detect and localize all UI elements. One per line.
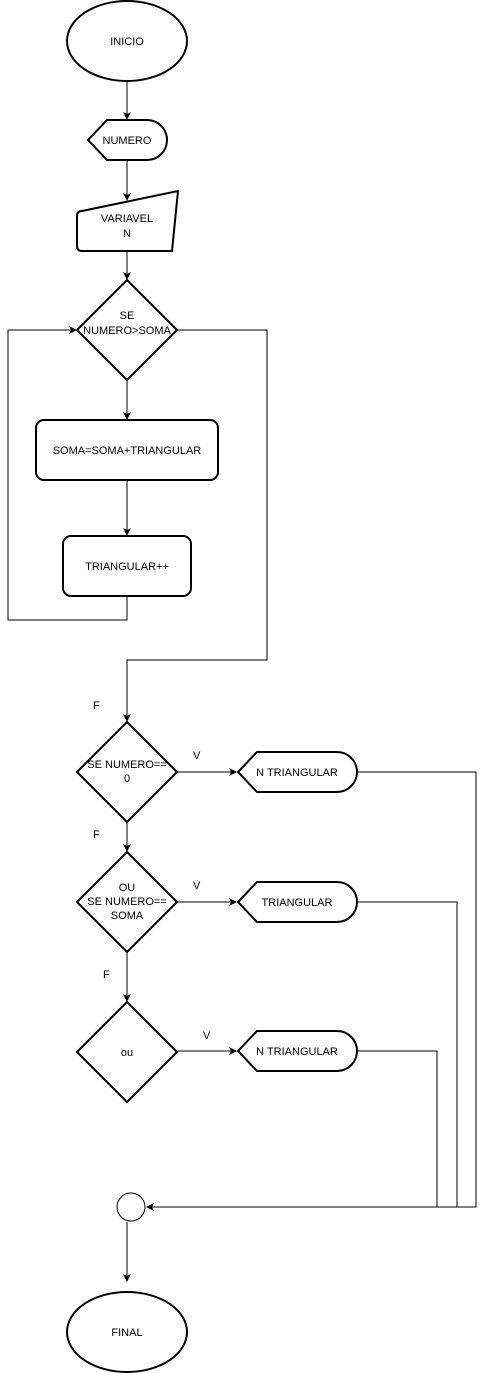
true-label-equal: V [193, 880, 201, 892]
output-3-label: N TRIANGULAR [256, 1046, 338, 1058]
edge-labels: V V V F F F [93, 700, 211, 1042]
input-display-label: NUMERO [103, 135, 152, 147]
decision-zero-line2: 0 [124, 773, 130, 785]
false-label-exit: F [93, 700, 100, 712]
edges [7, 82, 477, 1282]
end-label: FINAL [111, 1327, 142, 1339]
start-node: INICIO [66, 0, 188, 82]
process-sum-node: SOMA=SOMA+TRIANGULAR [35, 419, 219, 481]
edge-output3-to-join [357, 1050, 438, 1207]
decision-equal-line3: SOMA [111, 910, 144, 922]
decision-equal-line1: OU [119, 882, 136, 894]
false-label-zero: F [93, 829, 100, 841]
join-connector [116, 1192, 146, 1222]
true-label-zero: V [193, 750, 201, 762]
manual-input-node: VARIAVEL N [76, 189, 180, 252]
loop-decision-line1: SE [120, 310, 135, 322]
edge-loop-back [7, 326, 128, 621]
output-1-label: N TRIANGULAR [256, 767, 338, 779]
decision-zero-node: SE NUMERO== 0 [75, 720, 179, 824]
decision-else-node: ou [75, 1000, 179, 1104]
edge-output1-to-join [146, 771, 477, 1211]
process-increment-label: TRIANGULAR++ [85, 561, 169, 573]
manual-input-line1: VARIAVEL [101, 213, 153, 225]
process-sum-label: SOMA=SOMA+TRIANGULAR [53, 445, 202, 457]
false-label-equal: F [103, 969, 110, 981]
loop-decision-line2: NUMERO>SOMA [83, 325, 171, 337]
decision-else-label: ou [121, 1047, 133, 1059]
end-node: FINAL [66, 1291, 188, 1373]
loop-decision-node: SE NUMERO>SOMA [75, 278, 179, 382]
output-2-node: TRIANGULAR [236, 881, 358, 923]
edge-loop-exit [123, 329, 268, 722]
process-increment-node: TRIANGULAR++ [62, 535, 192, 597]
input-display-node: NUMERO [86, 119, 168, 161]
start-label: INICIO [110, 36, 144, 48]
decision-equal-node: OU SE NUMERO== SOMA [75, 850, 179, 954]
output-3-node: N TRIANGULAR [236, 1030, 358, 1072]
decision-zero-line1: SE NUMERO== [87, 759, 166, 771]
output-2-label: TRIANGULAR [262, 897, 333, 909]
output-1-node: N TRIANGULAR [236, 751, 358, 793]
true-label-else: V [203, 1030, 211, 1042]
edge-output2-to-join [357, 901, 458, 1207]
decision-equal-line2: SE NUMERO== [87, 896, 166, 908]
manual-input-line2: N [123, 228, 131, 240]
